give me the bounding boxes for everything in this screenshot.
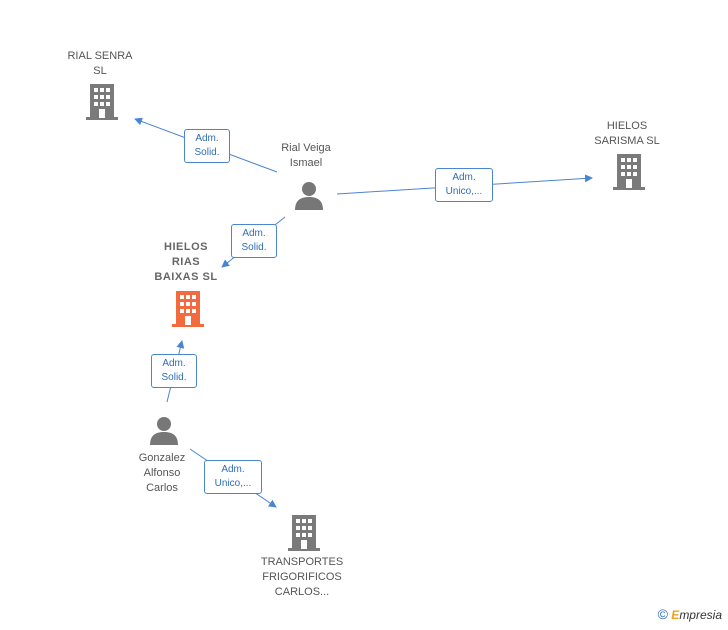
rial-senra-label[interactable]: RIAL SENRA SL bbox=[67, 50, 133, 77]
transportes-label[interactable]: TRANSPORTES FRIGORIFICOS CARLOS... bbox=[260, 556, 344, 598]
edge-label-adm-solid-hielos-rias-baixas[interactable]: Adm. Solid. bbox=[231, 224, 277, 258]
brand-initial: E bbox=[671, 608, 680, 622]
edge-label-adm-unico-transportes[interactable]: Adm. Unico,... bbox=[204, 460, 262, 494]
hielos-sarisma-label[interactable]: HIELOS SARISMA SL bbox=[594, 120, 660, 147]
gonzalez-label[interactable]: Gonzalez Alfonso Carlos bbox=[138, 452, 186, 494]
rial-veiga-label[interactable]: Rial Veiga Ismael bbox=[281, 142, 331, 169]
edge-label-adm-solid-gonzalez[interactable]: Adm. Solid. bbox=[151, 354, 197, 388]
rial-veiga-person-icon[interactable] bbox=[294, 180, 324, 210]
transportes-building-icon[interactable] bbox=[288, 515, 320, 551]
hielos-sarisma-building-icon[interactable] bbox=[613, 154, 645, 190]
edge-label-adm-unico-hielos-sarisma[interactable]: Adm. Unico,... bbox=[435, 168, 493, 202]
copyright-icon: © bbox=[657, 606, 668, 622]
hielos-rias-baixas-label[interactable]: HIELOS RIAS BAIXAS SL bbox=[154, 241, 218, 283]
empresia-logo: © Empresia bbox=[658, 606, 722, 622]
hielos-rias-baixas-building-icon[interactable] bbox=[172, 291, 204, 327]
edge-label-adm-solid-rial-senra[interactable]: Adm. Solid. bbox=[184, 129, 230, 163]
gonzalez-person-icon[interactable] bbox=[149, 415, 179, 445]
brand-name: mpresia bbox=[679, 608, 722, 622]
rial-senra-building-icon[interactable] bbox=[86, 84, 118, 120]
